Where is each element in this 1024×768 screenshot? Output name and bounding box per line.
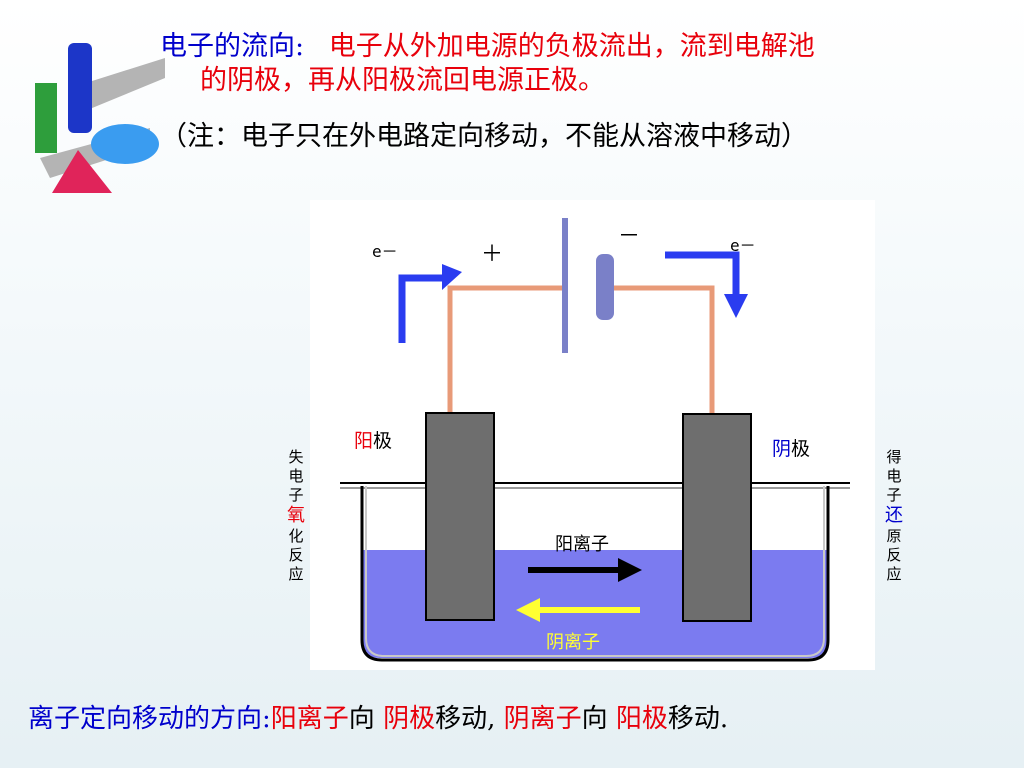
electron-arrow-right <box>665 251 740 297</box>
cathode-label: 阴极 <box>772 434 810 461</box>
cathode-word: 阴极 <box>383 704 436 734</box>
electron-flow-line1: 电子的流向: 电子从外加电源的负极流出，流到电解池 <box>160 30 815 64</box>
cation-word: 阳离子 <box>270 704 349 734</box>
right-char: 子 <box>886 486 902 504</box>
electron-flow-label: 电子的流向: <box>160 31 305 62</box>
tank-wall <box>360 486 830 662</box>
wire-left <box>447 285 565 413</box>
to-word: 向 <box>348 704 375 734</box>
right-char: 得 <box>886 448 902 466</box>
cation-label: 阳离子 <box>555 534 609 555</box>
to-word: 向 <box>581 704 608 734</box>
cathode-label-rest: 极 <box>791 438 811 460</box>
battery-negative-plate <box>596 254 614 320</box>
green-bar-shape <box>35 83 57 153</box>
battery-positive-plate <box>562 218 568 353</box>
right-char: 原 <box>886 527 902 545</box>
anode-label-rest: 极 <box>373 430 393 452</box>
oxidation-vertical-label: 失 电 子 氧 化 反 应 <box>286 448 306 584</box>
anode-word: 阳极 <box>615 704 668 734</box>
electrolysis-cell-svg <box>340 218 850 662</box>
ellipse-shape <box>91 124 159 164</box>
plus-sign: ＋ <box>481 242 504 267</box>
left-char: 反 <box>288 546 304 564</box>
decorative-logo <box>35 43 165 193</box>
left-char: 电 <box>288 467 304 485</box>
right-char: 反 <box>886 546 902 564</box>
anode-label-colored: 阳 <box>354 430 374 452</box>
move-word: 移动, <box>435 704 496 734</box>
electron-arrow-left <box>398 274 445 343</box>
left-char: 应 <box>288 565 304 583</box>
triangle-shape <box>52 150 112 193</box>
electron-flow-text: 电子从外加电源的负极流出，流到电解池 <box>328 31 815 62</box>
anion-word: 阴离子 <box>503 704 582 734</box>
right-char: 电 <box>886 467 902 485</box>
electron-label-right: e－ <box>730 236 756 255</box>
right-char-highlight: 还 <box>885 505 903 526</box>
ion-movement-line: 离子定向移动的方向:阳离子向 阴极移动, 阴离子向 阳极移动. <box>28 702 728 736</box>
electron-note: （注：电子只在外电路定向移动，不能从溶液中移动） <box>160 121 808 152</box>
electron-label-left: e－ <box>372 242 398 261</box>
electron-flow-line2: 的阴极，再从阳极流回电源正极。 <box>200 65 605 96</box>
cathode-label-colored: 阴 <box>772 438 792 460</box>
anode-electrode <box>425 412 495 621</box>
right-char: 应 <box>886 565 902 583</box>
move-word: 移动. <box>667 704 729 734</box>
ion-movement-label: 离子定向移动的方向: <box>28 704 271 734</box>
wire-right <box>607 285 715 413</box>
left-char: 子 <box>288 486 304 504</box>
left-char-highlight: 氧 <box>287 505 305 526</box>
left-char: 化 <box>288 527 304 545</box>
blue-bar-shape <box>68 43 92 133</box>
cathode-electrode <box>682 413 752 622</box>
anion-label: 阴离子 <box>546 632 600 653</box>
left-char: 失 <box>288 448 304 466</box>
electrolysis-diagram: e－ e－ ＋ － 阳极 阴极 阳离子 阴离子 <box>310 200 875 670</box>
minus-sign: － <box>618 224 641 249</box>
reduction-vertical-label: 得 电 子 还 原 反 应 <box>884 448 904 584</box>
anode-label: 阳极 <box>354 426 392 453</box>
